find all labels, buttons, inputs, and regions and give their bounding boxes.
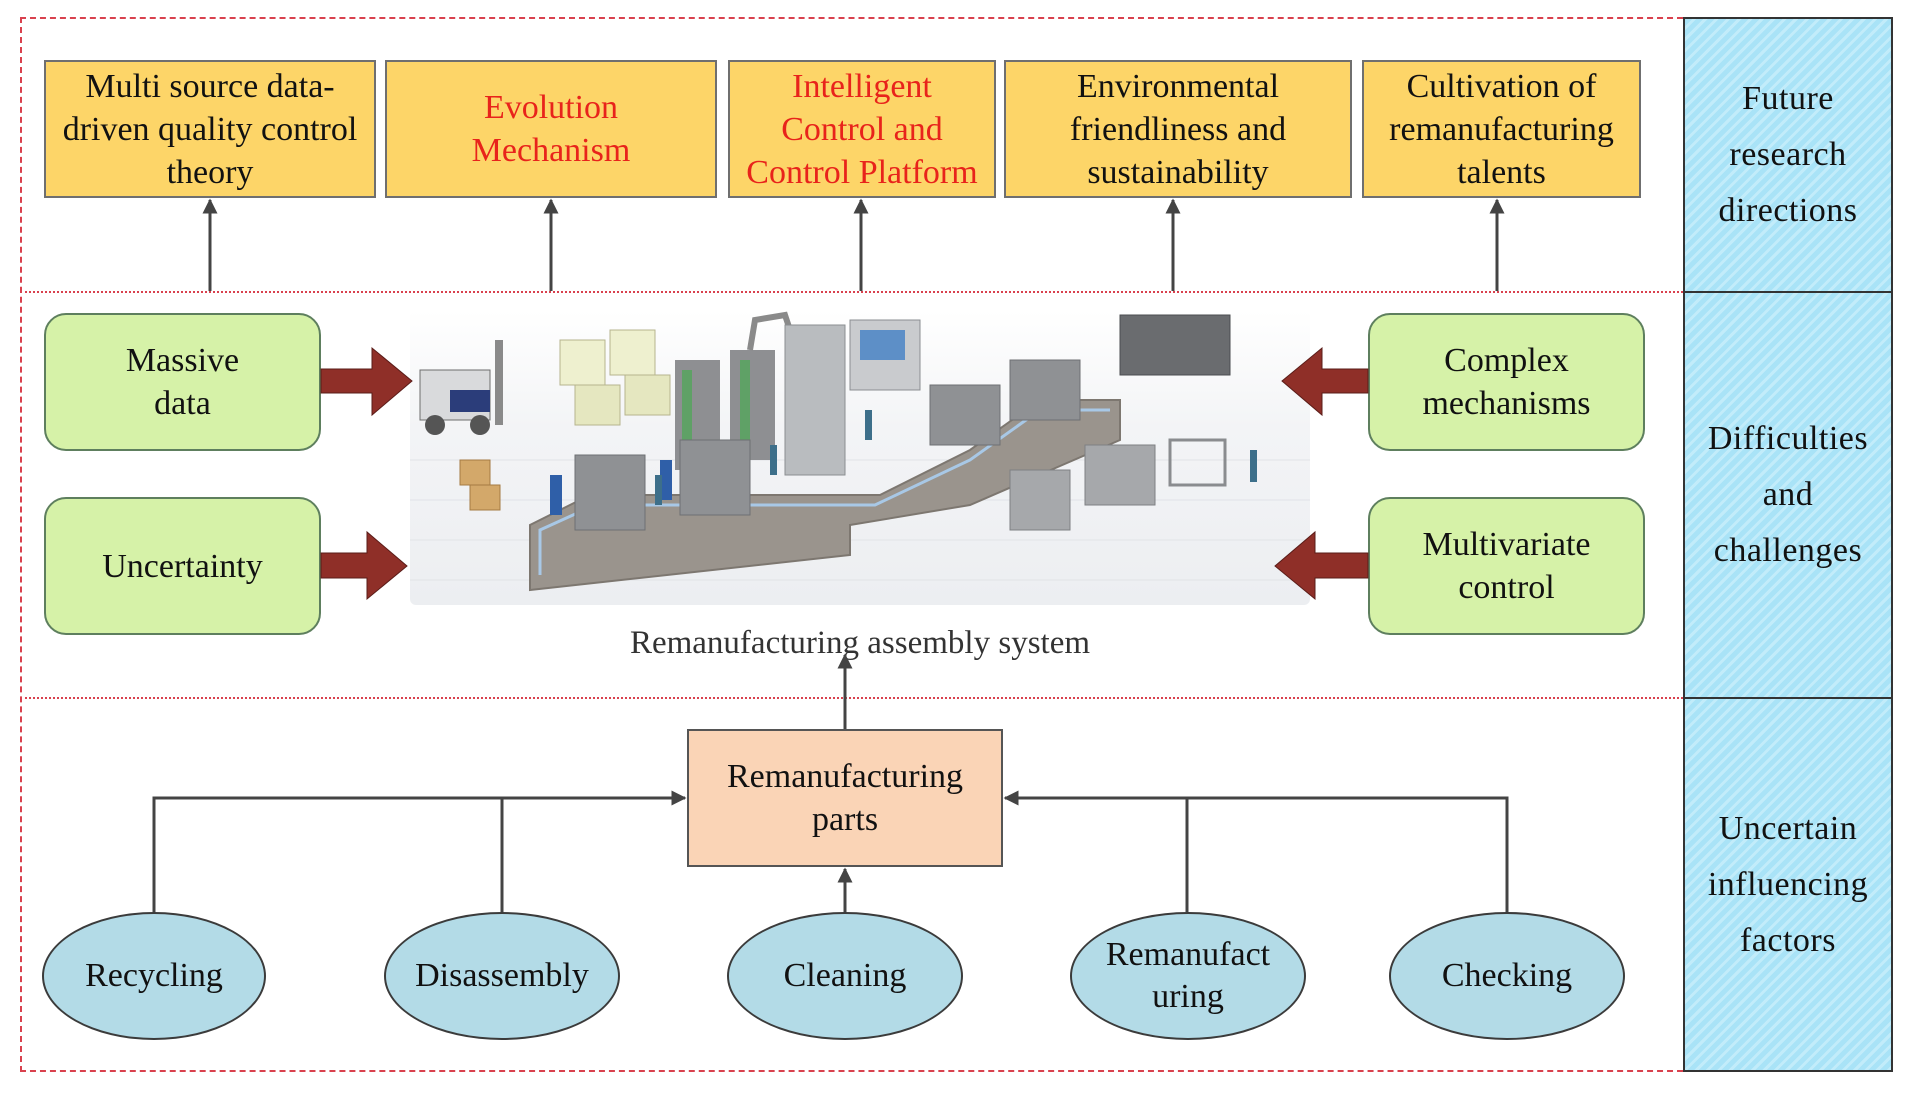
connector-checking [1187, 796, 1509, 912]
challenge-label: Complex mechanisms [1422, 342, 1591, 422]
future-box-quality-control: Multi source data-driven quality control… [44, 60, 376, 198]
side-label-future-text: Future research directions [1718, 80, 1858, 229]
challenge-label: Uncertainty [102, 547, 263, 585]
future-box-environmental: Environmental friendliness and sustainab… [1004, 60, 1352, 198]
frame-left-border [20, 17, 22, 1072]
frame-divider-2 [20, 697, 1683, 699]
future-box-label: Environmental friendliness and sustainab… [1069, 67, 1287, 191]
future-box-label: Evolution Mechanism [471, 89, 631, 169]
side-label-uncertain-text: Uncertain influencing factors [1707, 809, 1869, 959]
factor-label: Cleaning [783, 957, 907, 994]
factor-recycling: Recycling [42, 912, 266, 1040]
processing-machines-icon [1009, 314, 1231, 531]
frame-bottom-border [20, 1070, 1683, 1072]
assembly-system-caption: Remanufacturing assembly system [629, 625, 1091, 661]
future-box-label: Intelligent Control and Control Platform [746, 67, 978, 191]
block-arrow-uncertainty [320, 530, 408, 601]
side-label-future: Future research directions [1683, 17, 1893, 293]
control-station-icon [784, 319, 921, 476]
side-label-difficulties-text: Difficulties and challenges [1707, 420, 1869, 569]
factor-checking: Checking [1389, 912, 1625, 1040]
future-box-label: Multi source data-driven quality control… [62, 67, 358, 191]
side-label-uncertain: Uncertain influencing factors [1683, 697, 1893, 1072]
side-label-difficulties: Difficulties and challenges [1683, 291, 1893, 699]
future-box-talents: Cultivation of remanufacturing talents [1362, 60, 1641, 198]
frame-top-border [20, 17, 1683, 19]
cardboard-boxes-icon [459, 459, 501, 511]
challenge-label: Multivariate control [1422, 526, 1591, 606]
parts-label: Remanufacturing parts [726, 758, 964, 838]
robot-arm-icon [747, 311, 793, 351]
factor-label: Recycling [85, 957, 223, 994]
factor-cleaning: Cleaning [727, 912, 963, 1040]
factor-label: Remanufact uring [1105, 936, 1271, 1015]
future-arrows [202, 198, 1505, 291]
factor-label: Disassembly [415, 957, 589, 994]
factor-label: Checking [1441, 957, 1573, 994]
workstation-icon [550, 359, 1081, 531]
assembly-line-illustration [410, 311, 1310, 592]
challenge-box-complex-mechanisms: Complex mechanisms [1368, 313, 1645, 451]
future-box-intelligent-control: Intelligent Control and Control Platform [728, 60, 996, 198]
assembly-system-image [410, 310, 1310, 605]
forklift-icon [419, 340, 503, 435]
remanufacturing-parts-box: Remanufacturing parts [687, 729, 1003, 867]
challenge-box-uncertainty: Uncertainty [44, 497, 321, 635]
pallet-stack-icon [559, 329, 671, 426]
challenge-box-massive-data: Massive data [44, 313, 321, 451]
factor-disassembly: Disassembly [384, 912, 620, 1040]
worker-icon [655, 410, 1257, 505]
connector-recycling [152, 796, 262, 912]
future-box-evolution: Evolution Mechanism [385, 60, 717, 198]
challenge-box-multivariate-control: Multivariate control [1368, 497, 1645, 635]
future-box-label: Cultivation of remanufacturing talents [1389, 67, 1614, 191]
challenge-label: Massive data [125, 342, 240, 422]
block-arrow-massive-data [320, 346, 413, 417]
factor-remanufacturing: Remanufact uring [1070, 912, 1306, 1040]
frame-divider-1 [20, 291, 1683, 293]
